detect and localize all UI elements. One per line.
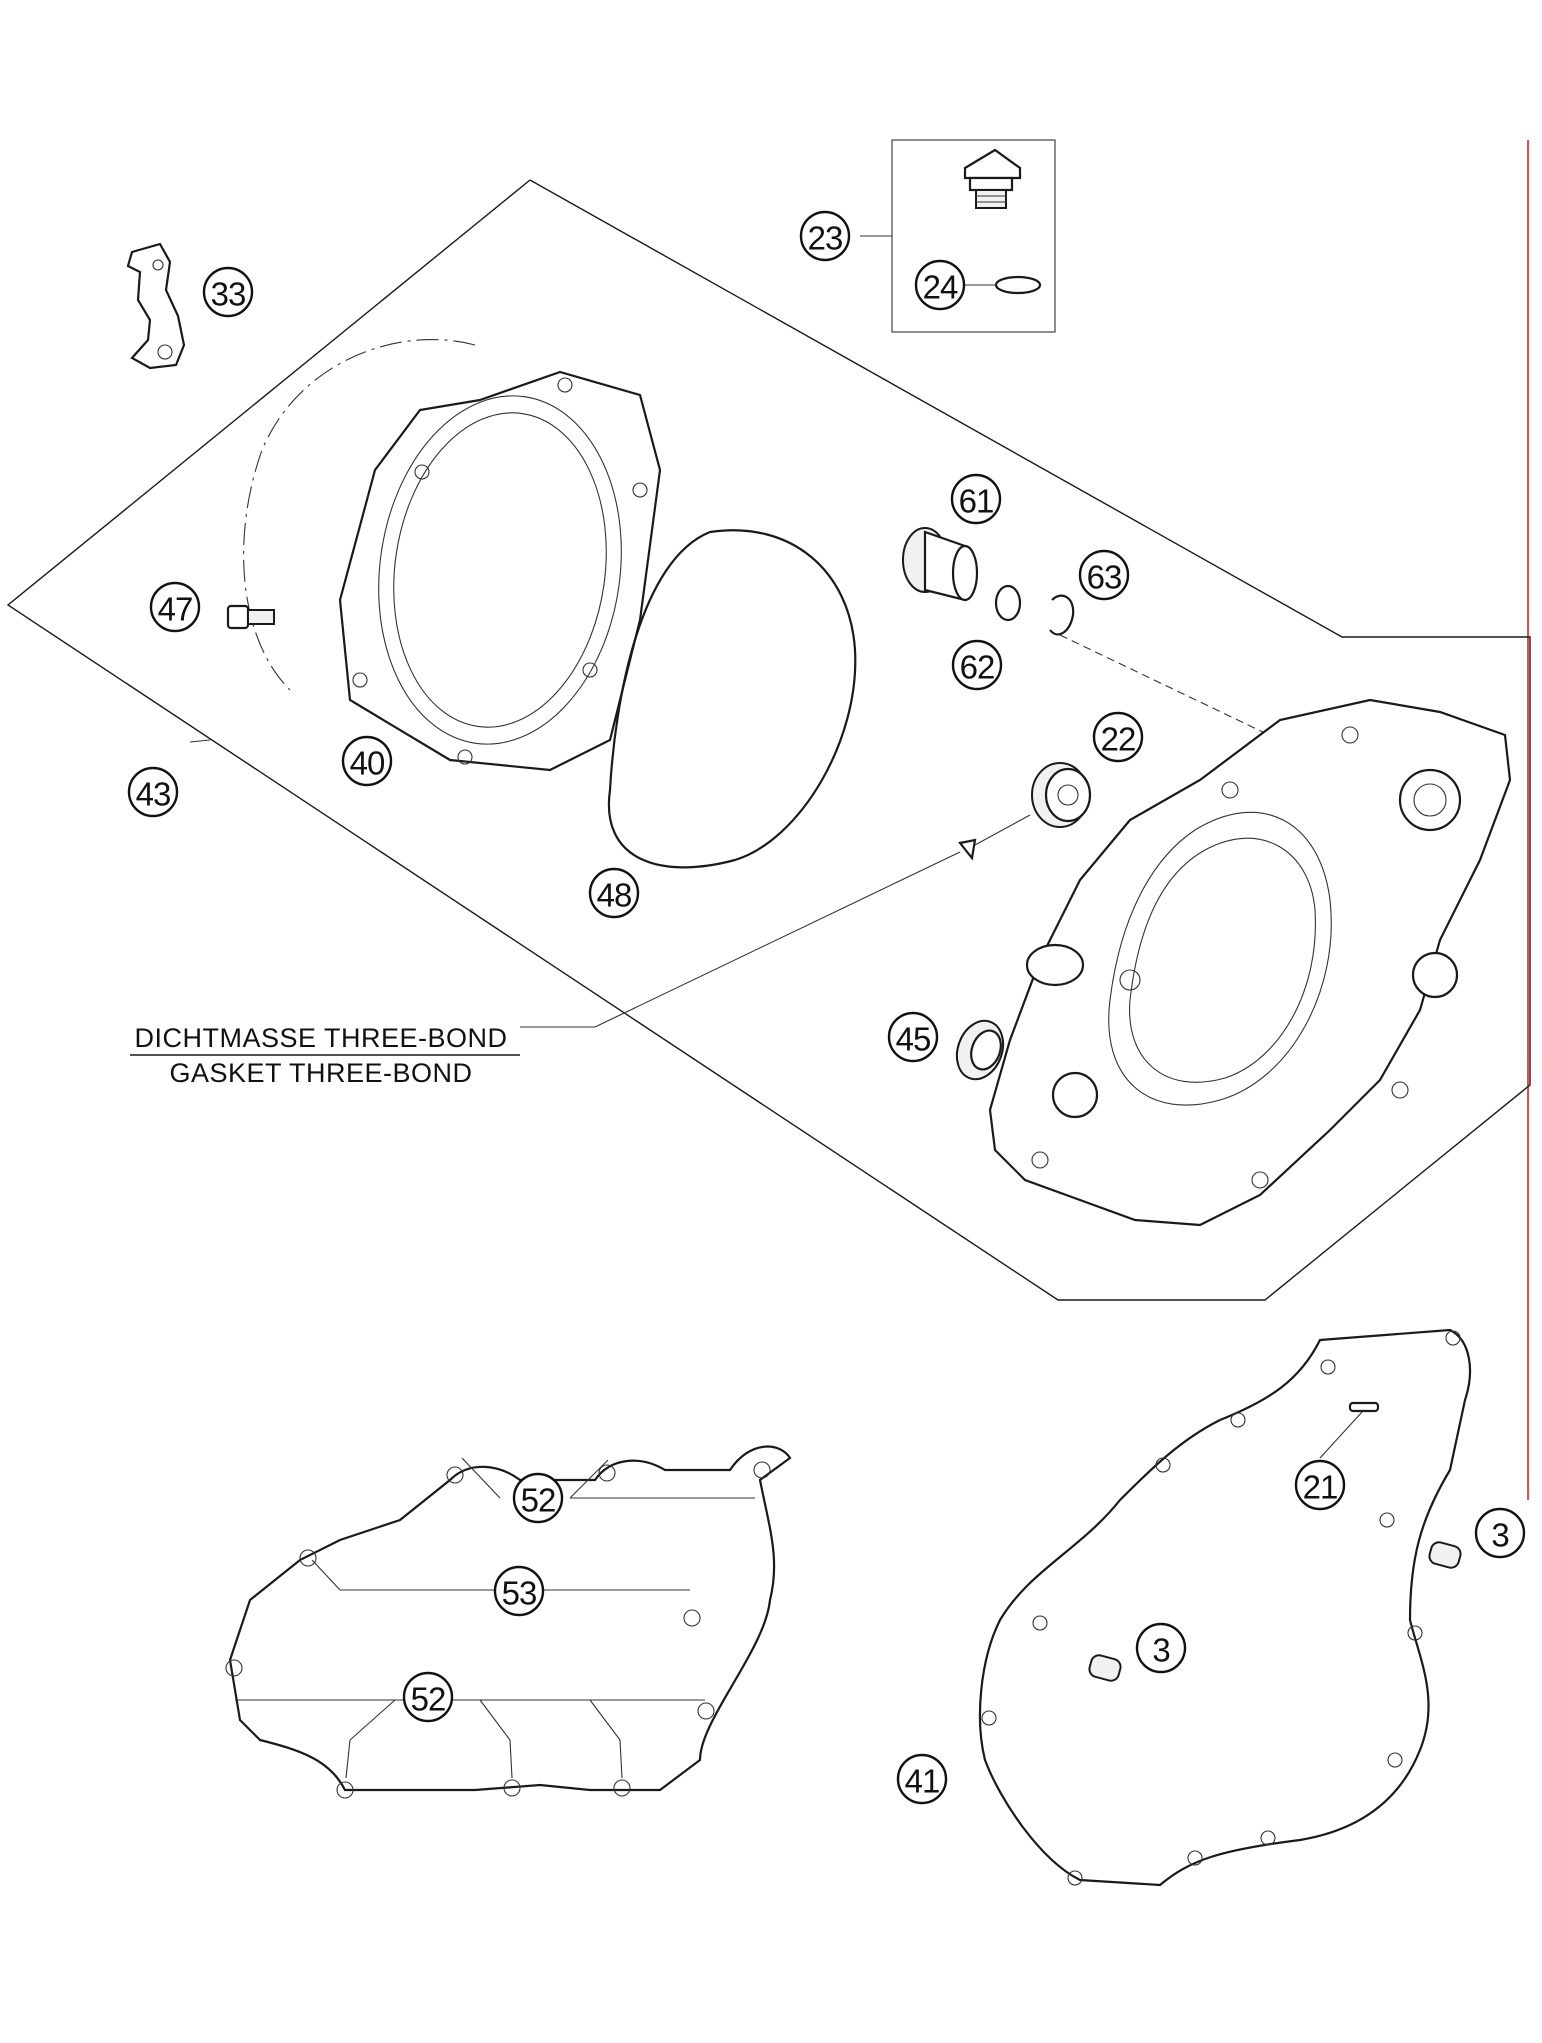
svg-text:61: 61 [959,483,994,520]
svg-text:52: 52 [411,1681,446,1718]
callout-33: 33 [202,266,254,318]
dowel-sleeve-3a-part [1428,1541,1462,1569]
callout-3a: 3 [1474,1507,1526,1559]
callout-21: 21 [1294,1459,1346,1511]
callout-40: 40 [341,735,393,787]
shaft-seal-45-part [955,1019,1005,1081]
callout-22: 22 [1092,711,1144,763]
filler-plug-part [963,148,1022,209]
callout-3b: 3 [1135,1622,1187,1674]
callout-48: 48 [588,867,640,919]
svg-text:22: 22 [1101,721,1136,758]
callout-52b: 52 [402,1671,454,1723]
svg-text:23: 23 [808,220,843,257]
svg-text:21: 21 [1303,1469,1338,1506]
svg-text:52: 52 [521,1482,556,1519]
svg-text:63: 63 [1087,559,1122,596]
svg-text:62: 62 [960,649,995,686]
bearing-22-part [1031,762,1092,828]
callout-61: 61 [950,473,1002,525]
o-ring-24-part [994,275,1042,295]
callout-23: 23 [799,210,851,262]
svg-text:3: 3 [1491,1517,1508,1554]
callout-62: 62 [951,639,1003,691]
gasket-right-holes [981,1330,1461,1886]
callout-41: 41 [896,1753,948,1805]
callout-43: 43 [127,766,179,818]
ghost-outline [243,339,476,691]
svg-text:45: 45 [896,1021,931,1058]
dowel-sleeve-3b-part [1088,1654,1122,1682]
clutch-cover-40-part [338,370,662,772]
cover-gasket-48-part [607,529,857,869]
svg-text:48: 48 [597,877,632,914]
sealant-note-line1: DICHTMASSE THREE-BOND [134,1023,507,1053]
callout-24: 24 [914,259,966,311]
svg-text:53: 53 [502,1575,537,1612]
svg-text:41: 41 [905,1763,940,1800]
callout-45: 45 [887,1011,939,1063]
bracket-33-part [126,242,186,370]
callout-63: 63 [1078,549,1130,601]
callout-47: 47 [149,581,201,633]
housing-part [988,698,1512,1227]
circlip-63-part [1049,594,1075,636]
sealant-note-line2: GASKET THREE-BOND [169,1058,472,1088]
kit-43-outline [6,179,1531,1301]
clutch-cover-gasket-41-part [978,1328,1472,1887]
svg-text:3: 3 [1152,1632,1169,1669]
bushing-61-part [902,527,979,602]
callout-52a: 52 [512,1472,564,1524]
svg-text:24: 24 [923,269,958,306]
sealant-drop [958,838,977,861]
gasket-left-holes [225,1461,771,1799]
callout-53: 53 [493,1565,545,1617]
svg-text:33: 33 [211,276,246,313]
svg-text:47: 47 [158,591,193,628]
gasket-left-leaders [235,1457,755,1779]
crankcase-gasket-left-part [228,1445,792,1792]
o-ring-62-part [994,584,1022,622]
bolt-47-part [226,604,275,630]
dowel-pin-21-part [1348,1401,1380,1413]
svg-text:43: 43 [136,776,171,813]
svg-text:40: 40 [350,745,385,782]
